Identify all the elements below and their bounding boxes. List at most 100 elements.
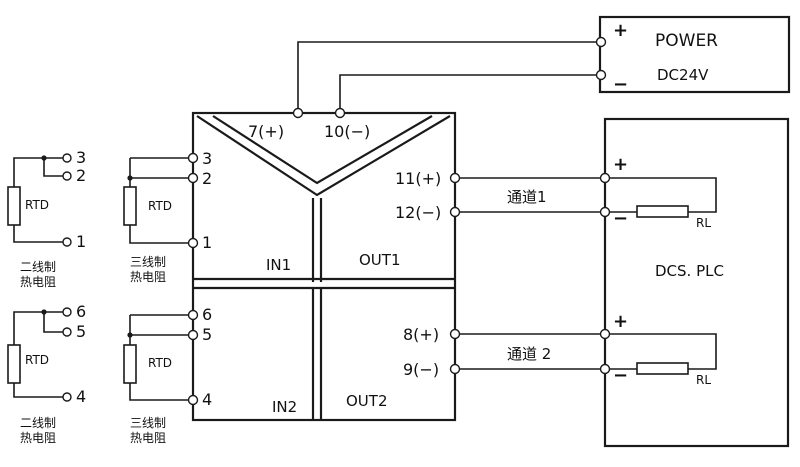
dcs-ch1-minus-sign: − [613, 208, 628, 229]
terminal-7 [292, 107, 304, 119]
terminal-9 [449, 363, 461, 375]
rtd2-1-pin-1: 1 [76, 232, 86, 251]
module-box [191, 111, 457, 422]
dcs-ch2-loop-top [609, 333, 717, 370]
terminal-8 [449, 328, 461, 340]
rtd2-2-resistor [7, 344, 21, 384]
terminal-10 [334, 107, 346, 119]
rtd2-1-pin-3: 3 [76, 148, 86, 167]
three-wire-rtd-2: RTD 三线制 热电阻 [123, 314, 189, 445]
rtd2-2-junction [41, 309, 47, 315]
power-positive-terminal [595, 36, 607, 48]
rtd3-2-lead-bottom [129, 383, 189, 401]
rl-resistor-2 [636, 362, 689, 375]
in1-pin-2: 2 [202, 169, 212, 188]
in2-pin-5: 5 [202, 325, 212, 344]
terminal-4 [187, 394, 199, 406]
terminal-3 [187, 152, 199, 164]
channel-2-label: 通道 2 [507, 345, 551, 363]
supply-pos-label: 7(+) [248, 122, 284, 141]
rtd2-2-terminal-4 [62, 392, 72, 402]
terminal-1 [187, 237, 199, 249]
out2-neg-label: 9(−) [403, 360, 439, 379]
dcs-box [603, 117, 790, 448]
rtd3-1-label: RTD [148, 199, 172, 213]
rtd2-1-bottom-wire [13, 225, 63, 243]
rtd2-1-branch-wire [43, 158, 63, 177]
rtd2-2-branch-wire [43, 312, 63, 333]
rtd2-2-terminal-6 [62, 307, 72, 317]
rl-label-2: RL [696, 373, 711, 387]
supply-neg-label: 10(−) [324, 122, 370, 141]
terminal-12 [449, 206, 461, 218]
supply-negative-wire [339, 74, 601, 113]
terminal-5 [187, 329, 199, 341]
rtd3-2-caption-line1: 三线制 [130, 416, 166, 430]
rtd2-1-terminal-2 [62, 171, 72, 181]
dcs-ch2-positive-terminal [599, 328, 611, 340]
power-plus-sign: + [613, 20, 628, 41]
rtd2-2-caption-line2: 热电阻 [20, 431, 56, 445]
dcs-ch1-positive-terminal [599, 172, 611, 184]
out1-pos-label: 11(+) [395, 169, 441, 188]
power-box [598, 15, 791, 94]
rtd2-2-label: RTD [25, 353, 49, 367]
power-minus-sign: − [613, 74, 628, 95]
rtd2-1-caption-line2: 热电阻 [20, 275, 56, 289]
supply-wiring [297, 36, 607, 113]
output-wiring: 通道1 通道 2 [459, 177, 603, 370]
two-wire-rtd-1: RTD 3 2 1 二线制 热电阻 [7, 148, 86, 289]
rtd3-1-resistor [123, 186, 137, 226]
supply-section-outer [196, 115, 451, 197]
rtd3-2-caption-line2: 热电阻 [130, 431, 166, 445]
isolator-module: 7(+) 10(−) IN1 OUT1 IN2 OUT2 3 2 1 6 5 4… [187, 107, 461, 422]
dcs-ch2-negative-terminal [599, 363, 611, 375]
supply-section-inner [212, 115, 433, 185]
dcs-ch1-plus-sign: + [613, 154, 628, 175]
in1-label: IN1 [266, 256, 291, 274]
rtd3-1-caption-line1: 三线制 [130, 255, 166, 269]
rtd2-2-top-wire [13, 311, 63, 345]
power-title: POWER [655, 31, 718, 51]
rtd2-2-pin-5: 5 [76, 322, 86, 341]
in1-pin-1: 1 [202, 233, 212, 252]
rl-label-1: RL [696, 216, 711, 230]
rtd2-1-caption-line1: 二线制 [20, 260, 56, 274]
in2-label: IN2 [272, 398, 297, 416]
out1-neg-label: 12(−) [395, 203, 441, 222]
rtd2-1-pin-2: 2 [76, 166, 86, 185]
rtd2-2-pin-6: 6 [76, 302, 86, 321]
rtd3-1-lead-bottom [129, 225, 189, 244]
rtd2-2-caption-line1: 二线制 [20, 416, 56, 430]
rtd2-2-pin-4: 4 [76, 387, 86, 406]
supply-positive-wire [297, 41, 601, 113]
rtd2-2-terminal-5 [62, 327, 72, 337]
rtd2-1-label: RTD [25, 198, 49, 212]
rtd2-2-bottom-wire [13, 383, 63, 398]
in2-pin-4: 4 [202, 390, 212, 409]
terminal-2 [187, 172, 199, 184]
dcs-label: DCS. PLC [655, 262, 724, 280]
rtd3-2-label: RTD [148, 356, 172, 370]
power-supply: POWER DC24V + − [598, 15, 791, 95]
in2-pin-6: 6 [202, 305, 212, 324]
out1-label: OUT1 [359, 251, 401, 269]
rtd2-1-resistor [7, 186, 21, 226]
channel-1-label: 通道1 [507, 188, 547, 206]
rtd2-1-junction [41, 155, 47, 161]
dcs-ch1-loop-top [609, 177, 717, 213]
rtd2-1-terminal-3 [62, 153, 72, 163]
rtd3-1-caption-line2: 热电阻 [130, 270, 166, 284]
terminal-11 [449, 172, 461, 184]
rl-resistor-1 [636, 205, 689, 218]
out2-label: OUT2 [346, 392, 388, 410]
power-voltage: DC24V [657, 66, 709, 84]
dcs-ch2-plus-sign: + [613, 311, 628, 332]
out2-pos-label: 8(+) [403, 325, 439, 344]
dcs-plc: DCS. PLC RL + − RL + − [599, 117, 790, 448]
rtd3-2-resistor [123, 344, 137, 384]
rtd2-1-terminal-1 [62, 237, 72, 247]
rtd2-1-top-wire [13, 157, 63, 187]
three-wire-rtd-1: RTD 三线制 热电阻 [123, 157, 189, 284]
